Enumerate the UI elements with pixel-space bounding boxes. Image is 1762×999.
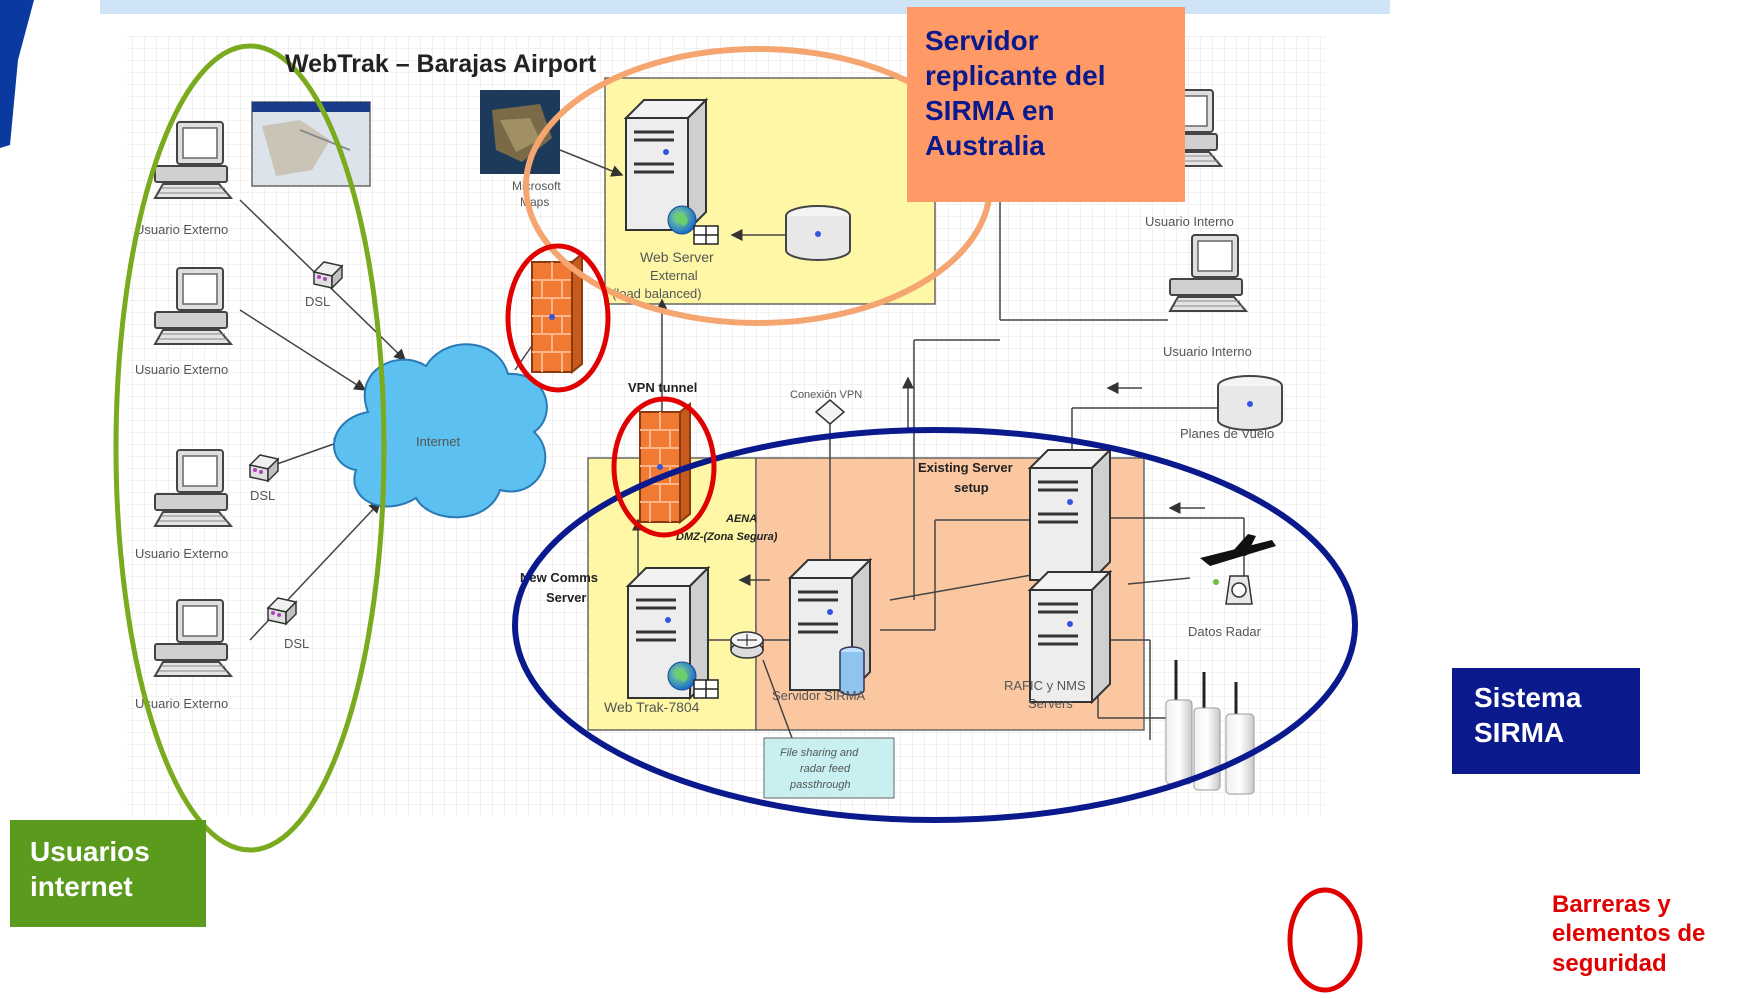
internet-label: Internet bbox=[416, 434, 460, 449]
web-trak-label: Web Trak-7804 bbox=[604, 699, 700, 715]
radar-icon bbox=[1213, 575, 1253, 605]
file-sharing-label: passthrough bbox=[789, 779, 851, 791]
usuario-externo-label: Usuario Externo bbox=[135, 362, 228, 377]
microsoft-maps-label-1: Microsoft bbox=[512, 179, 561, 193]
file-sharing-note bbox=[763, 737, 895, 799]
router-icon bbox=[730, 631, 764, 659]
internet-cloud bbox=[333, 343, 548, 519]
dsl-label: DSL bbox=[305, 294, 330, 309]
dsl-label: DSL bbox=[284, 636, 309, 651]
servidor-replicante-callout: Servidor replicante del SIRMA en Austral… bbox=[907, 7, 1185, 202]
antenna-towers-icon bbox=[1165, 660, 1255, 795]
aena-label: AENA bbox=[725, 513, 757, 525]
usuario-interno-label: Usuario Interno bbox=[1145, 214, 1234, 229]
top-banner bbox=[100, 0, 1390, 14]
aena-label: DMZ-(Zona Segura) bbox=[676, 531, 778, 543]
lock-icon bbox=[693, 225, 719, 245]
security-legend-text: Barreras y elementos de seguridad bbox=[1552, 891, 1706, 977]
diagram-title: WebTrak – Barajas Airport bbox=[285, 50, 597, 78]
security-barrier-ring bbox=[505, 243, 611, 393]
web-server-label: Web Server bbox=[640, 249, 714, 265]
airplane-icon bbox=[1200, 534, 1276, 566]
existing-server-label: setup bbox=[954, 480, 989, 495]
sistema-sirma-ellipse bbox=[512, 427, 1358, 823]
usuario-externo-label: Usuario Externo bbox=[135, 222, 228, 237]
dsl-label: DSL bbox=[250, 488, 275, 503]
globe-icon bbox=[667, 205, 697, 235]
new-comms-label: Server bbox=[546, 590, 586, 605]
file-sharing-label: File sharing and bbox=[780, 747, 859, 759]
server-icon bbox=[624, 98, 708, 232]
existing-server-label: Existing Server bbox=[918, 460, 1013, 475]
rafic-label: Servers bbox=[1028, 696, 1073, 711]
database-icon bbox=[839, 646, 865, 696]
usuario-interno-label: Usuario Interno bbox=[1163, 344, 1252, 359]
rafic-label: RAFIC y NMS bbox=[1004, 678, 1086, 693]
datos-radar-label: Datos Radar bbox=[1188, 624, 1262, 639]
web-server-label: External bbox=[650, 268, 698, 283]
web-server-label: (load balanced) bbox=[612, 286, 702, 301]
file-sharing-label: radar feed bbox=[800, 763, 851, 775]
sistema-sirma-callout: Sistema SIRMA bbox=[1452, 668, 1640, 774]
servidor-sirma-label: Servidor SIRMA bbox=[772, 688, 866, 703]
legend-ring bbox=[1287, 887, 1363, 993]
globe-icon bbox=[667, 661, 697, 691]
vpn-tunnel-label: VPN tunnel bbox=[628, 380, 697, 395]
usuario-externo-label: Usuario Externo bbox=[135, 546, 228, 561]
left-blue-bar bbox=[0, 0, 34, 148]
usuarios-internet-ellipse bbox=[113, 43, 387, 853]
firewall-icon bbox=[639, 403, 691, 523]
lock-icon bbox=[693, 679, 719, 699]
planes-de-vuelo-label: Planes de Vuelo bbox=[1180, 426, 1274, 441]
server-icon bbox=[1028, 448, 1112, 582]
new-comms-label: New Comms bbox=[520, 570, 598, 585]
usuarios-internet-callout: Usuarios internet bbox=[10, 820, 206, 927]
satellite-map-thumbnail bbox=[251, 101, 371, 187]
database-icon bbox=[785, 205, 851, 261]
vpn-connection-icon bbox=[814, 399, 846, 425]
security-barrier-ring bbox=[611, 396, 717, 538]
conexion-vpn-label: Conexión VPN bbox=[790, 389, 862, 401]
usuario-externo-label: Usuario Externo bbox=[135, 696, 228, 711]
database-icon bbox=[1217, 375, 1283, 431]
